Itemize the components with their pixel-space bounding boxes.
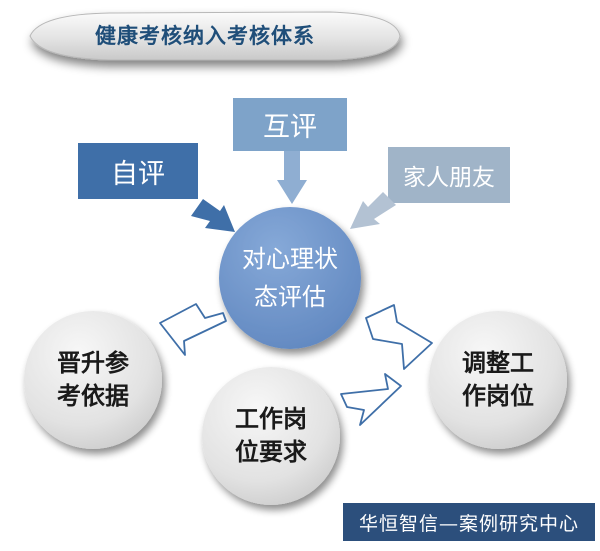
self-arrow xyxy=(191,199,235,232)
family-eval-label: 家人朋友 xyxy=(403,165,495,191)
promotion-label-line1: 晋升参 xyxy=(57,349,129,377)
requirement-label: 工作岗 位要求 xyxy=(202,386,340,486)
promotion-arrow xyxy=(159,303,227,356)
promotion-label: 晋升参 考依据 xyxy=(24,330,162,430)
peer-eval-box xyxy=(233,98,347,151)
requirement-arrow xyxy=(340,373,402,426)
requirement-label-line1: 工作岗 xyxy=(235,405,307,433)
promotion-label-line2: 考依据 xyxy=(57,382,129,410)
requirement-circle xyxy=(202,367,340,505)
self-eval-label: 自评 xyxy=(111,158,165,190)
center-label-line1: 对心理状 xyxy=(242,245,338,273)
watermark-text: 华恒智信—案例研究中心 xyxy=(358,512,579,535)
adjustment-arrow xyxy=(365,304,433,370)
watermark-box xyxy=(343,503,595,541)
family-eval-box xyxy=(388,147,510,203)
promotion-circle xyxy=(24,311,162,449)
center-label-line2: 态评估 xyxy=(254,283,326,311)
requirement-label-line2: 位要求 xyxy=(235,438,307,466)
adjustment-label-line2: 作岗位 xyxy=(462,382,534,410)
adjustment-circle xyxy=(429,311,567,449)
center-circle xyxy=(219,207,361,349)
adjustment-label-line1: 调整工 xyxy=(462,349,534,377)
self-eval-box xyxy=(78,143,198,199)
peer-eval-label: 互评 xyxy=(263,112,317,143)
peer-arrow xyxy=(277,151,307,204)
center-label: 对心理状 态评估 xyxy=(219,227,361,329)
title-banner xyxy=(29,11,401,61)
adjustment-label: 调整工 作岗位 xyxy=(429,330,567,430)
family-arrow xyxy=(350,192,396,229)
page-title: 健康考核纳入考核体系 xyxy=(95,24,315,48)
